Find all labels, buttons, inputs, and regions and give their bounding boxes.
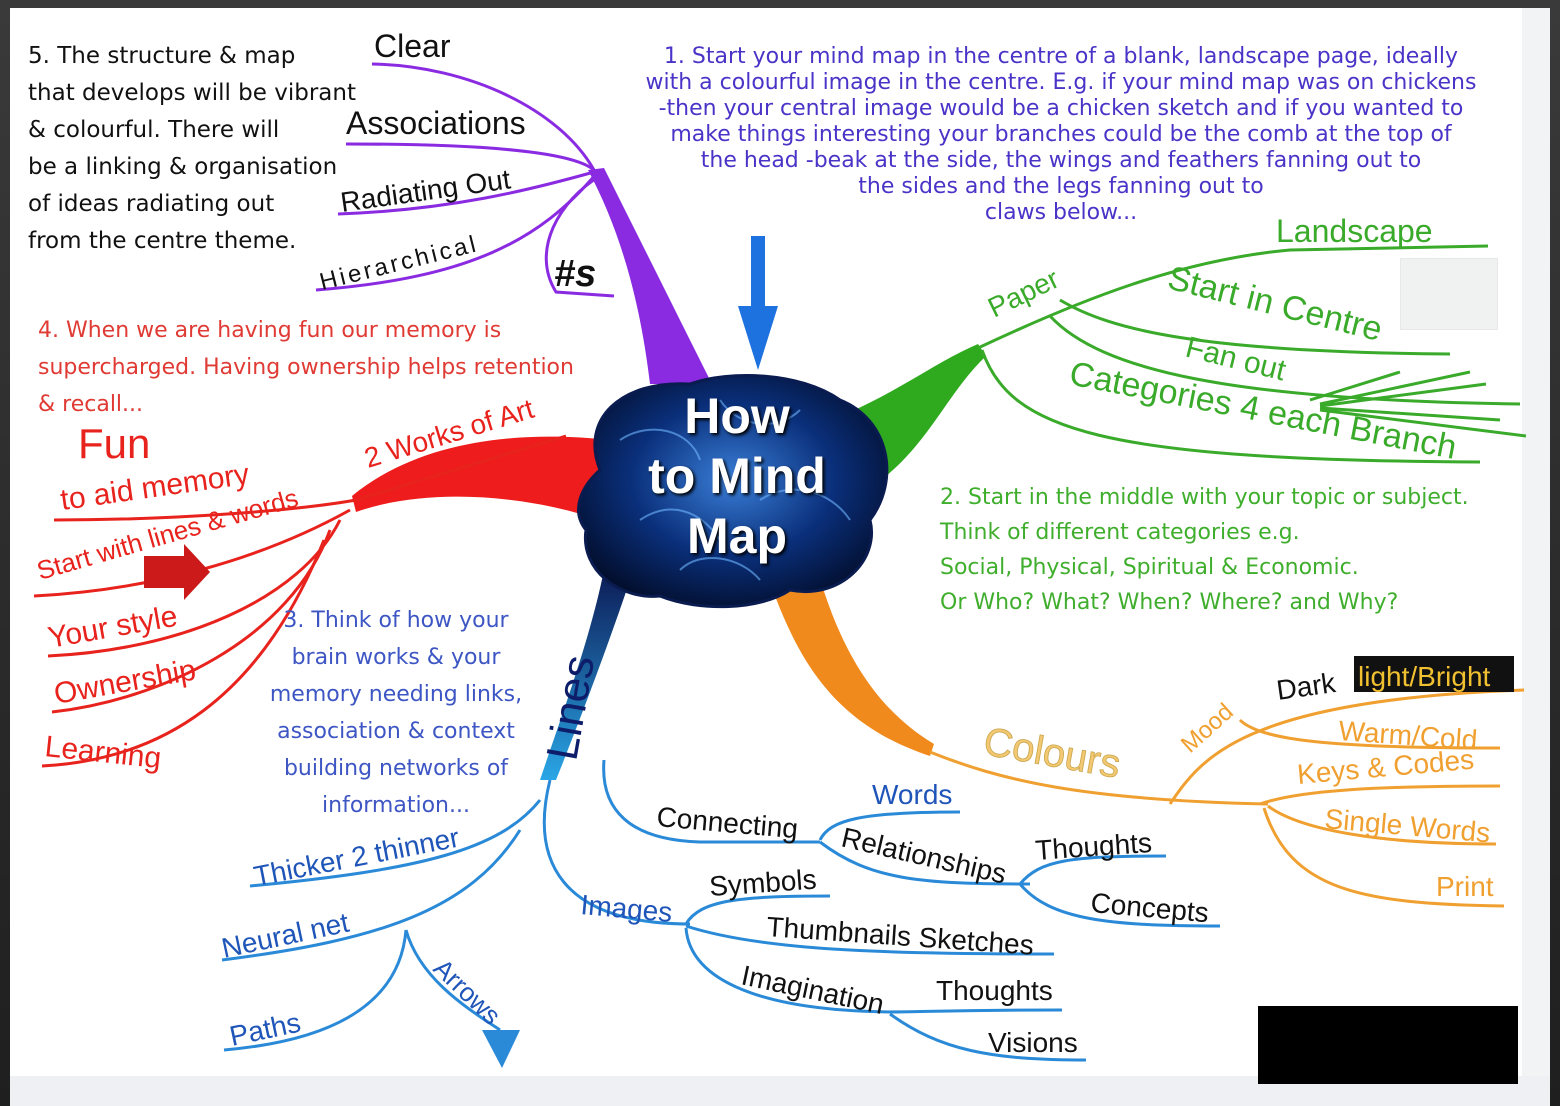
categories-connector <box>980 349 1481 464</box>
landscape-label: Landscape <box>1276 213 1433 249</box>
note-5: 5. The structure & map that develops wil… <box>28 43 356 254</box>
print-label: Print <box>1436 871 1494 902</box>
note-3: 3. Think of how your brain works & your … <box>269 608 523 818</box>
light-bright-badge <box>1354 656 1514 692</box>
imagination-label: Imagination <box>739 960 887 1020</box>
light-bright-label: light/Bright <box>1358 661 1491 692</box>
central-topic: How to Mind Map <box>612 386 862 566</box>
fan-out-lines <box>1309 370 1527 438</box>
aid-memory-connector <box>53 498 357 522</box>
central-topic-line-3: Map <box>687 508 787 564</box>
lines-branch <box>221 570 1221 1068</box>
learning-connector <box>41 539 326 768</box>
radiating-connector <box>337 170 595 216</box>
connecting-connector <box>602 759 820 844</box>
connecting-label: Connecting <box>655 801 799 844</box>
keys-codes-connector <box>1259 784 1501 806</box>
arrows-label: Arrows <box>428 953 507 1031</box>
redaction-box <box>1258 1006 1518 1084</box>
thicker-connector <box>249 799 542 888</box>
structure-branch <box>315 62 712 384</box>
keys-codes-label: Keys & Codes <box>1296 744 1475 790</box>
clear-label: Clear <box>374 28 451 64</box>
start-centre-connector <box>1059 298 1451 356</box>
single-words-connector <box>1267 804 1497 846</box>
paper-connector <box>977 244 1489 350</box>
thicker-label: Thicker 2 thinner <box>251 822 462 892</box>
central-topic-line-1: How <box>684 388 790 444</box>
concepts-connector <box>1018 883 1221 928</box>
image-placeholder <box>1400 258 1498 330</box>
right-strip <box>1522 8 1550 1076</box>
ownership-label: Ownership <box>51 653 198 710</box>
neural-net-label: Neural net <box>219 907 352 964</box>
thumbnails-connector <box>685 924 1055 956</box>
colours-connector <box>929 750 1269 806</box>
works-of-art-connector <box>355 434 567 502</box>
arrow-head-icon <box>482 1030 520 1068</box>
imagination-connector <box>684 927 901 1014</box>
learning-label: Learning <box>43 730 163 775</box>
arrows-connector <box>404 929 501 1032</box>
symbols-connector <box>684 894 831 925</box>
mood-label: Mood <box>1176 698 1239 758</box>
note-4: 4. When we are having fun our memory is … <box>38 318 574 417</box>
paper-branch <box>850 244 1527 476</box>
down-arrow-icon <box>738 236 778 370</box>
lines-trunk <box>540 570 630 780</box>
thoughts-2-connector <box>889 1008 1063 1014</box>
images-connector <box>542 779 691 926</box>
mood-connector <box>1168 688 1525 805</box>
numbers-connector <box>544 174 615 298</box>
symbols-label: Symbols <box>708 864 817 902</box>
your-style-label: Your style <box>45 600 179 655</box>
dark-label: Dark <box>1275 667 1339 706</box>
visions-label: Visions <box>988 1027 1078 1058</box>
fun-label: Fun <box>78 420 150 467</box>
associations-connector <box>345 142 595 172</box>
colours-branch <box>762 550 1525 908</box>
thoughts-1-label: Thoughts <box>1034 827 1153 866</box>
fun-branch <box>33 434 610 768</box>
brain-icon <box>577 374 889 609</box>
images-label: Images <box>579 889 673 928</box>
central-topic-line-2: to Mind <box>648 448 826 504</box>
paths-label: Paths <box>227 1007 303 1052</box>
colours-trunk <box>762 550 934 756</box>
paths-connector <box>223 929 408 1052</box>
thoughts-1-connector <box>1018 854 1167 885</box>
paper-trunk <box>850 344 986 476</box>
arrow-icon <box>144 544 210 600</box>
fun-trunk <box>352 436 610 520</box>
fan-out-connector <box>1048 314 1521 406</box>
clear-connector <box>371 62 596 171</box>
associations-label: Associations <box>346 105 526 141</box>
structure-trunk <box>588 168 712 384</box>
warm-cold-connector <box>1238 718 1501 750</box>
words-connector <box>818 810 961 841</box>
visions-connector <box>889 1012 1087 1062</box>
numbers-label: #s <box>554 253 596 295</box>
note-2: 2. Start in the middle with your topic o… <box>940 485 1469 615</box>
relationships-connector <box>819 840 1031 886</box>
print-connector <box>1262 807 1505 908</box>
neural-net-connector <box>221 829 522 962</box>
words-label: Words <box>872 779 952 810</box>
thoughts-2-label: Thoughts <box>936 975 1053 1006</box>
note-1: 1. Start your mind map in the centre of … <box>645 44 1477 225</box>
